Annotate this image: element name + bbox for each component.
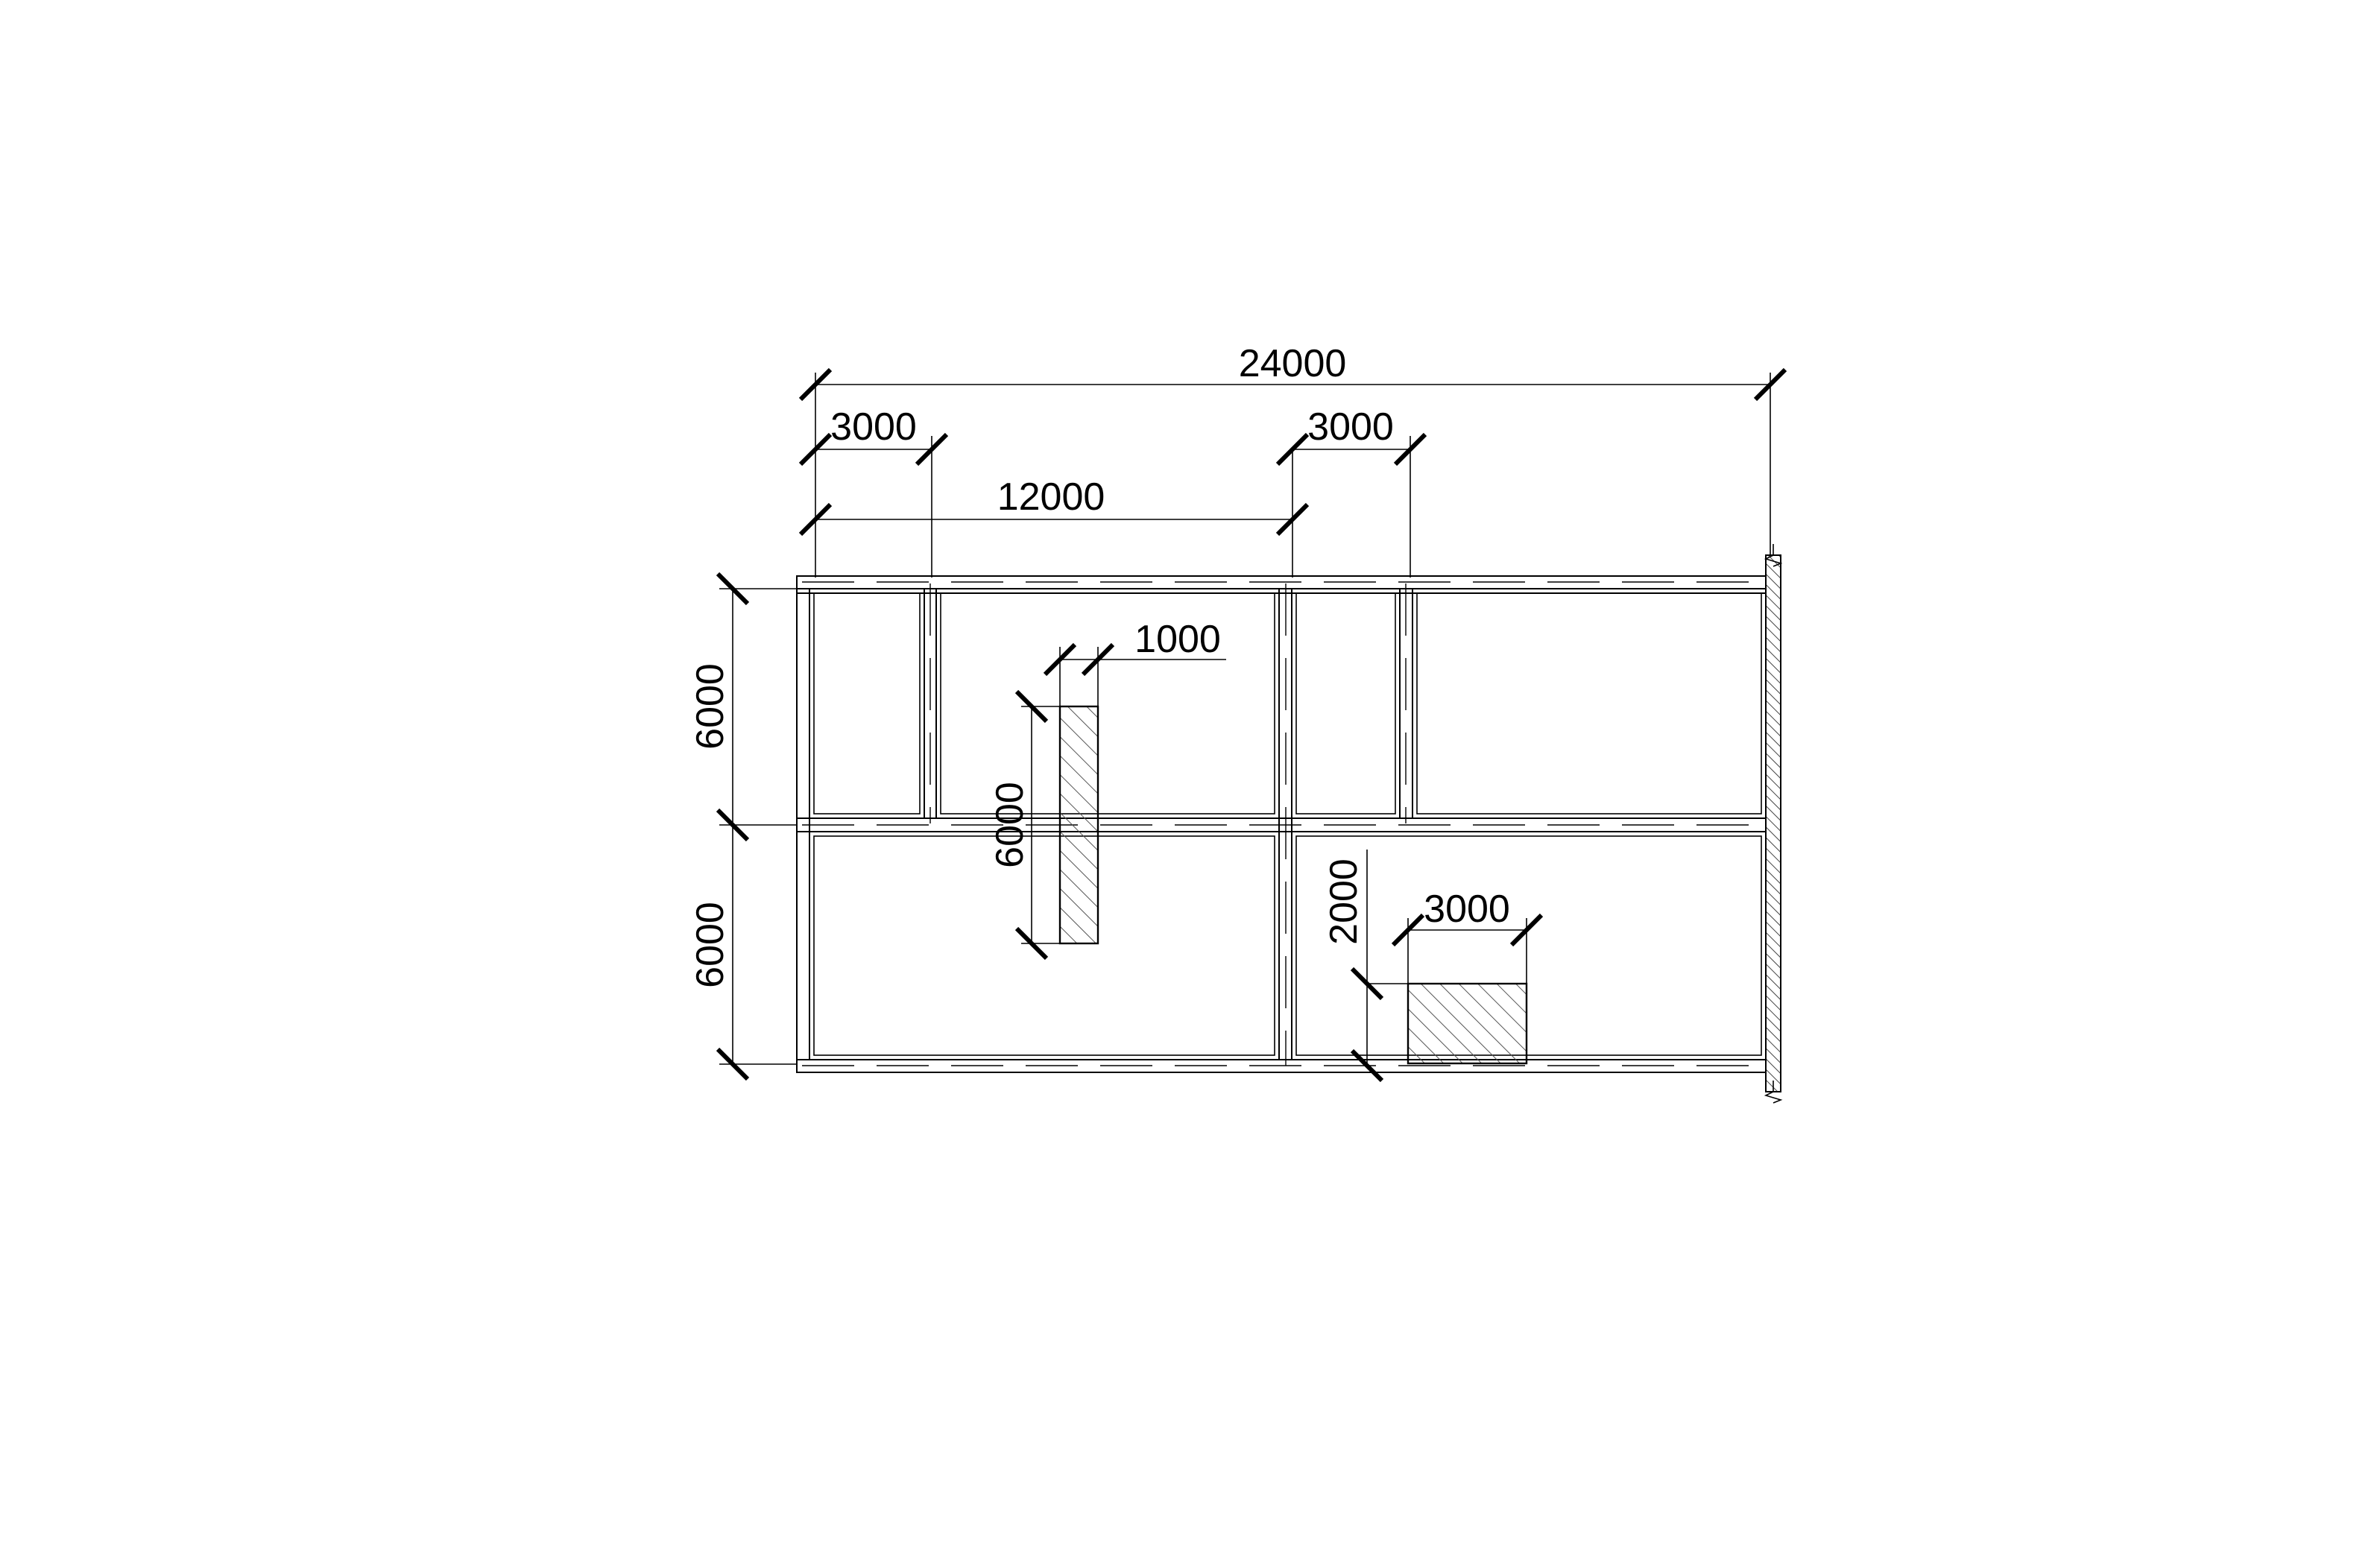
panel-3 bbox=[1295, 592, 1396, 815]
dim-bay-middle-label: 3000 bbox=[1307, 405, 1394, 449]
panel-2 bbox=[940, 592, 1275, 815]
panel-4 bbox=[1416, 592, 1762, 815]
dimension-opening-b-width: 3000 bbox=[1391, 888, 1544, 984]
dimension-bay-middle: 3000 bbox=[1275, 405, 1427, 578]
vertical-beams bbox=[796, 576, 1413, 1072]
slab-panels bbox=[813, 592, 1762, 1056]
opening-b bbox=[1407, 982, 1528, 1065]
dim-row-bottom-label: 6000 bbox=[689, 902, 732, 988]
panel-6 bbox=[1295, 835, 1762, 1056]
right-wall bbox=[1764, 544, 1783, 1104]
dimension-opening-b-offset: 2000 bbox=[1322, 850, 1408, 1083]
panel-5 bbox=[813, 835, 1275, 1056]
dim-opening-b-offset-label: 2000 bbox=[1322, 858, 1366, 945]
dimension-overall-width: 24000 bbox=[798, 342, 1787, 578]
dim-overall-width-label: 24000 bbox=[1239, 342, 1347, 385]
dim-span-left-label: 12000 bbox=[997, 475, 1105, 519]
dimension-bay-left: 3000 bbox=[798, 405, 949, 578]
panel-1 bbox=[813, 592, 921, 815]
dim-row-top-label: 6000 bbox=[689, 663, 732, 750]
dim-bay-left-label: 3000 bbox=[830, 405, 917, 449]
horizontal-beams bbox=[797, 575, 1766, 1073]
dim-opening-a-height-label: 6000 bbox=[988, 782, 1032, 868]
dimension-row-top: 6000 bbox=[689, 572, 809, 842]
slab-outline bbox=[796, 575, 1767, 1073]
dimension-row-bottom: 6000 bbox=[689, 825, 797, 1081]
dim-opening-b-width-label: 3000 bbox=[1424, 888, 1510, 931]
dimension-span-left: 12000 bbox=[798, 447, 1310, 578]
dimension-opening-a-width: 1000 bbox=[1043, 618, 1226, 706]
dim-opening-a-width-label: 1000 bbox=[1134, 618, 1221, 661]
dimension-opening-a-height: 6000 bbox=[988, 689, 1060, 961]
opening-a bbox=[1058, 705, 1099, 945]
